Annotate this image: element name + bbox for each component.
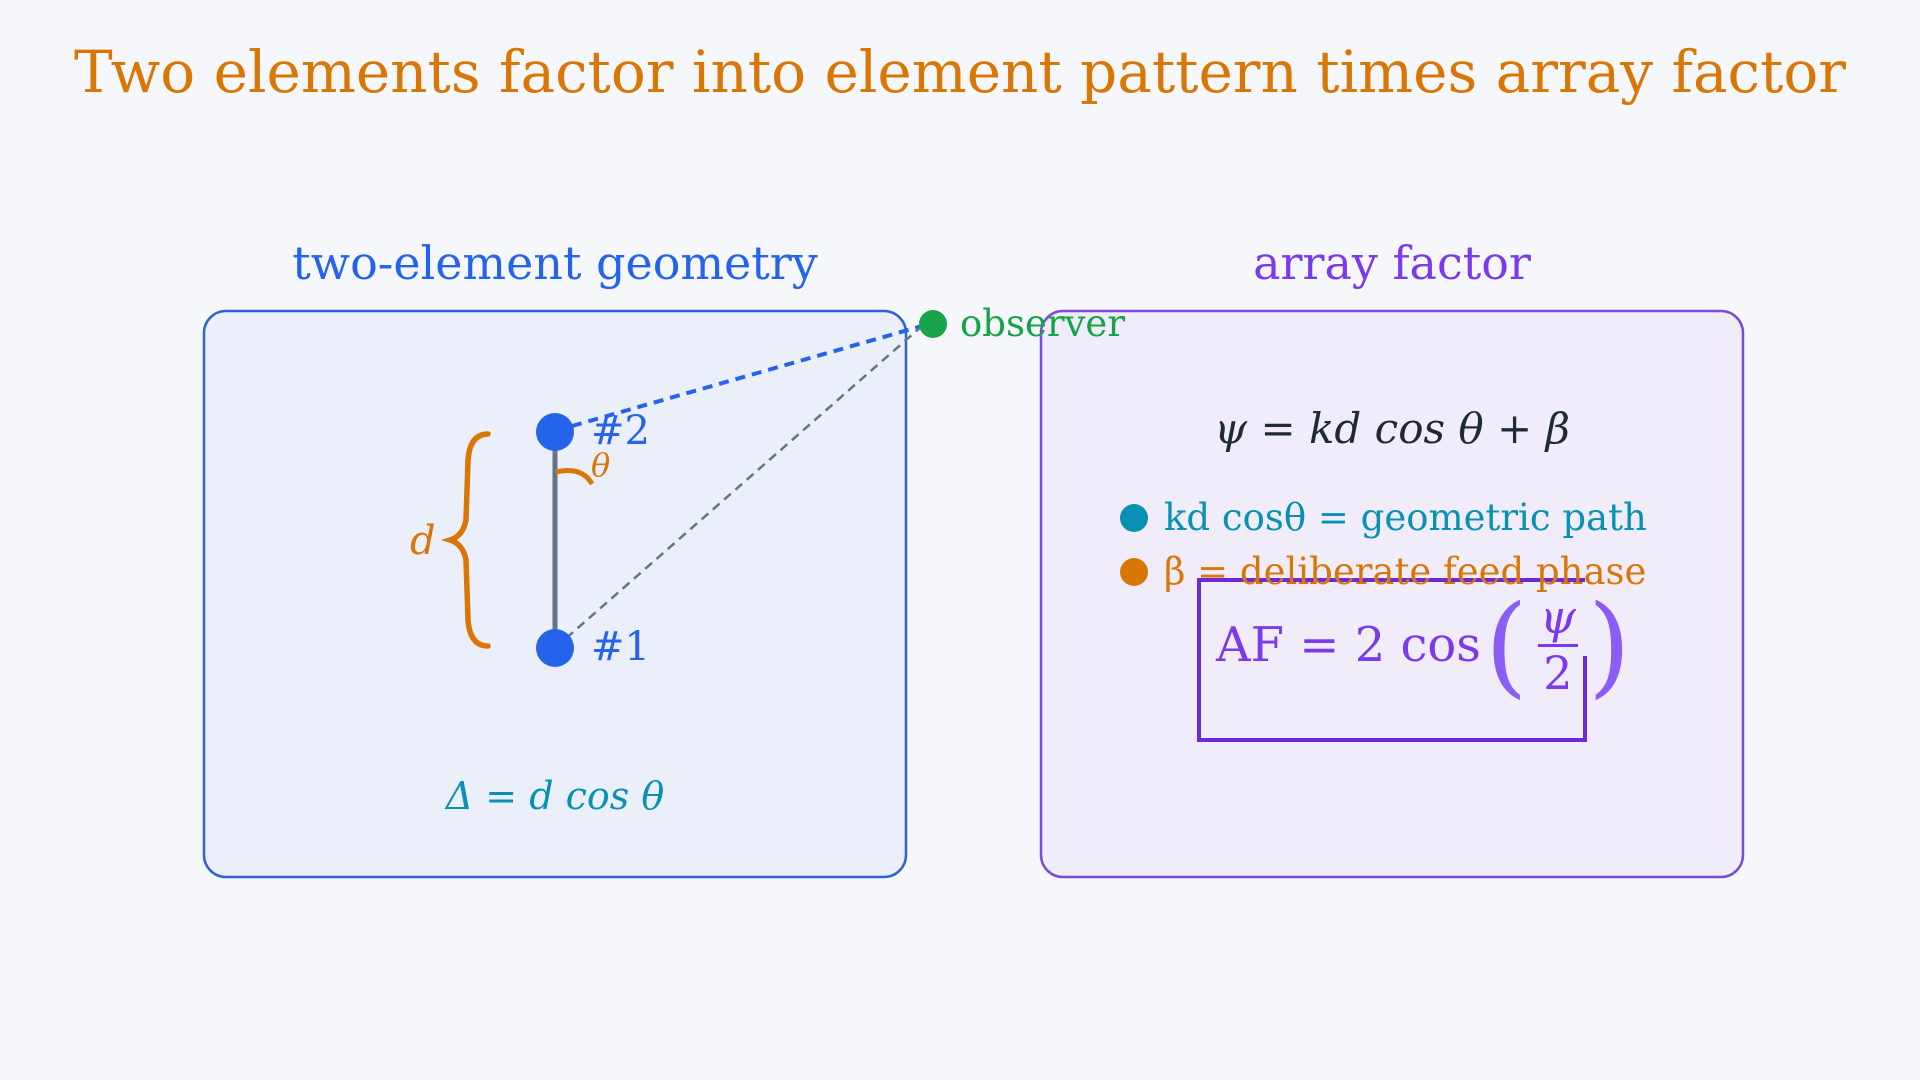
spacing-label: d: [410, 518, 436, 564]
legend-dot-geometric-path: [1120, 503, 1148, 532]
legend-text-geometric-path: kd cosθ = geometric path: [1164, 496, 1647, 539]
af-left-paren: (: [1484, 581, 1528, 709]
af-fraction-bar: [1537, 643, 1578, 647]
array-factor-panel-box: [1039, 309, 1745, 879]
element-1-label: #1: [591, 624, 650, 670]
af-highlight-box: [1197, 578, 1587, 742]
af-numerator: ψ: [1539, 590, 1576, 645]
angle-arc: [555, 468, 595, 486]
path-difference-equation: Δ = d cos θ: [445, 774, 665, 818]
element-2-label: #2: [591, 408, 650, 454]
spacing-brace: [440, 431, 491, 649]
element-1-dot: [536, 629, 574, 667]
angle-label: θ: [591, 446, 611, 484]
legend-item-feed-phase: β = deliberate feed phase: [1120, 550, 1646, 593]
legend-text-feed-phase: β = deliberate feed phase: [1164, 550, 1647, 593]
af-fraction: ψ 2: [1537, 590, 1578, 700]
legend-dot-feed-phase: [1120, 557, 1148, 586]
af-lhs: AF = 2 cos: [1216, 617, 1481, 673]
ray-element-1: [554, 325, 923, 649]
array-factor-panel-title: array factor: [1253, 236, 1531, 290]
array-factor-equation: AF = 2 cos ( ψ 2 ): [1216, 590, 1635, 700]
geometry-panel-title: two-element geometry: [292, 236, 818, 290]
observer-dot: [919, 310, 947, 338]
main-title: Two elements factor into element pattern…: [74, 38, 1846, 106]
observer-label: observer: [960, 302, 1126, 345]
ray-element-2: [571, 324, 923, 428]
phase-equation: ψ = kd cos θ + β: [1214, 404, 1570, 453]
af-denominator: 2: [1543, 645, 1573, 700]
af-right-paren: ): [1587, 581, 1631, 709]
element-2-dot: [536, 413, 574, 451]
legend-item-geometric-path: kd cosθ = geometric path: [1120, 496, 1647, 539]
